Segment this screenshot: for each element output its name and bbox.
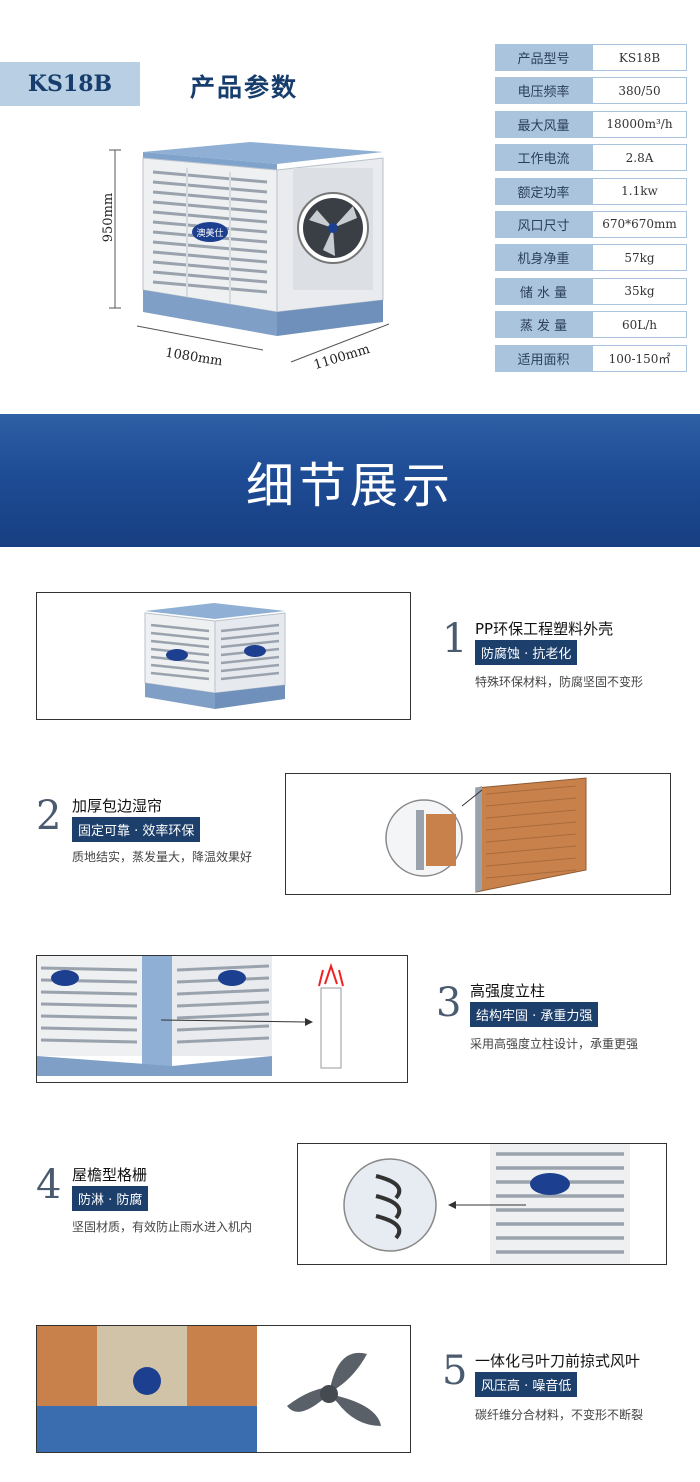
feature-number: 2	[36, 793, 62, 839]
spec-value: 57kg	[592, 244, 687, 272]
feature-number: 4	[36, 1162, 62, 1208]
spec-label: 储 水 量	[495, 277, 592, 305]
spec-label: 工作电流	[495, 144, 592, 172]
spec-row: 产品型号 KS18B	[495, 44, 687, 71]
feature-tag: 结构牢固 · 承重力强	[470, 1002, 599, 1027]
spec-label: 风口尺寸	[495, 210, 592, 238]
banner-title: 细节展示	[245, 457, 454, 514]
feature-title: 高强度立柱	[470, 982, 546, 1000]
feature-tag: 风压高 · 噪音低	[475, 1372, 578, 1397]
spec-row: 工作电流 2.8A	[495, 144, 687, 172]
spec-label: 电压频率	[495, 77, 592, 105]
spec-row: 适用面积 100-150㎡	[495, 344, 687, 372]
feature-image-pillar	[36, 955, 408, 1083]
spec-value: 100-150㎡	[592, 344, 687, 372]
feature-title: 一体化弓叶刀前掠式风叶	[475, 1352, 641, 1370]
spec-value: 18000m³/h	[592, 110, 687, 138]
feature-number: 5	[442, 1348, 468, 1394]
feature-desc: 质地结实，蒸发量大，降温效果好	[72, 850, 253, 864]
spec-label: 适用面积	[495, 344, 592, 372]
feature-title: 加厚包边湿帘	[72, 797, 163, 815]
feature-tag: 防腐蚀 · 抗老化	[475, 640, 578, 665]
feature-desc: 碳纤维分合材料，不变形不断裂	[475, 1408, 644, 1422]
feature-tag: 固定可靠 · 效率环保	[72, 817, 201, 842]
spec-row: 最大风量 18000m³/h	[495, 110, 687, 138]
feature-desc: 坚固材质，有效防止雨水进入机内	[72, 1220, 253, 1234]
feature-image-grille	[297, 1143, 667, 1265]
spec-value: 60L/h	[592, 311, 687, 339]
spec-row: 额定功率 1.1kw	[495, 177, 687, 205]
spec-label: 蒸 发 量	[495, 311, 592, 339]
spec-label: 产品型号	[495, 44, 592, 71]
feature-title: 屋檐型格栅	[72, 1166, 148, 1184]
feature-title: PP环保工程塑料外壳	[475, 620, 614, 638]
air-cooler-illustration: 澳美仕	[109, 142, 390, 363]
detail-banner: 细节展示	[0, 414, 700, 547]
spec-row: 蒸 发 量 60L/h	[495, 311, 687, 339]
spec-row: 机身净重 57kg	[495, 244, 687, 272]
model-badge: KS18B	[0, 62, 140, 106]
height-dimension: 950mm	[101, 192, 117, 243]
feature-desc: 特殊环保材料，防腐坚固不变形	[475, 675, 644, 689]
spec-value: 1.1kw	[592, 177, 687, 205]
feature-tag: 防淋 · 防腐	[72, 1186, 149, 1211]
spec-value: 670*670mm	[592, 210, 687, 238]
spec-label: 机身净重	[495, 244, 592, 272]
spec-row: 风口尺寸 670*670mm	[495, 210, 687, 238]
section-title: 产品参数	[190, 73, 299, 102]
spec-value: KS18B	[592, 44, 687, 71]
feature-desc: 采用高强度立柱设计，承重更强	[470, 1037, 639, 1051]
spec-label: 额定功率	[495, 177, 592, 205]
spec-table: 产品型号 KS18B 电压频率 380/50 最大风量 18000m³/h 工作…	[495, 44, 687, 378]
feature-number: 1	[442, 616, 468, 662]
spec-row: 储 水 量 35kg	[495, 277, 687, 305]
feature-image-wet-pad	[285, 773, 671, 895]
spec-label: 最大风量	[495, 110, 592, 138]
feature-image-housing	[36, 592, 411, 720]
spec-value: 35kg	[592, 277, 687, 305]
feature-number: 3	[436, 980, 462, 1026]
spec-row: 电压频率 380/50	[495, 77, 687, 105]
spec-value: 380/50	[592, 77, 687, 105]
spec-value: 2.8A	[592, 144, 687, 172]
brand-logo: 澳美仕	[196, 227, 223, 239]
feature-image-fan-blade	[36, 1325, 411, 1453]
